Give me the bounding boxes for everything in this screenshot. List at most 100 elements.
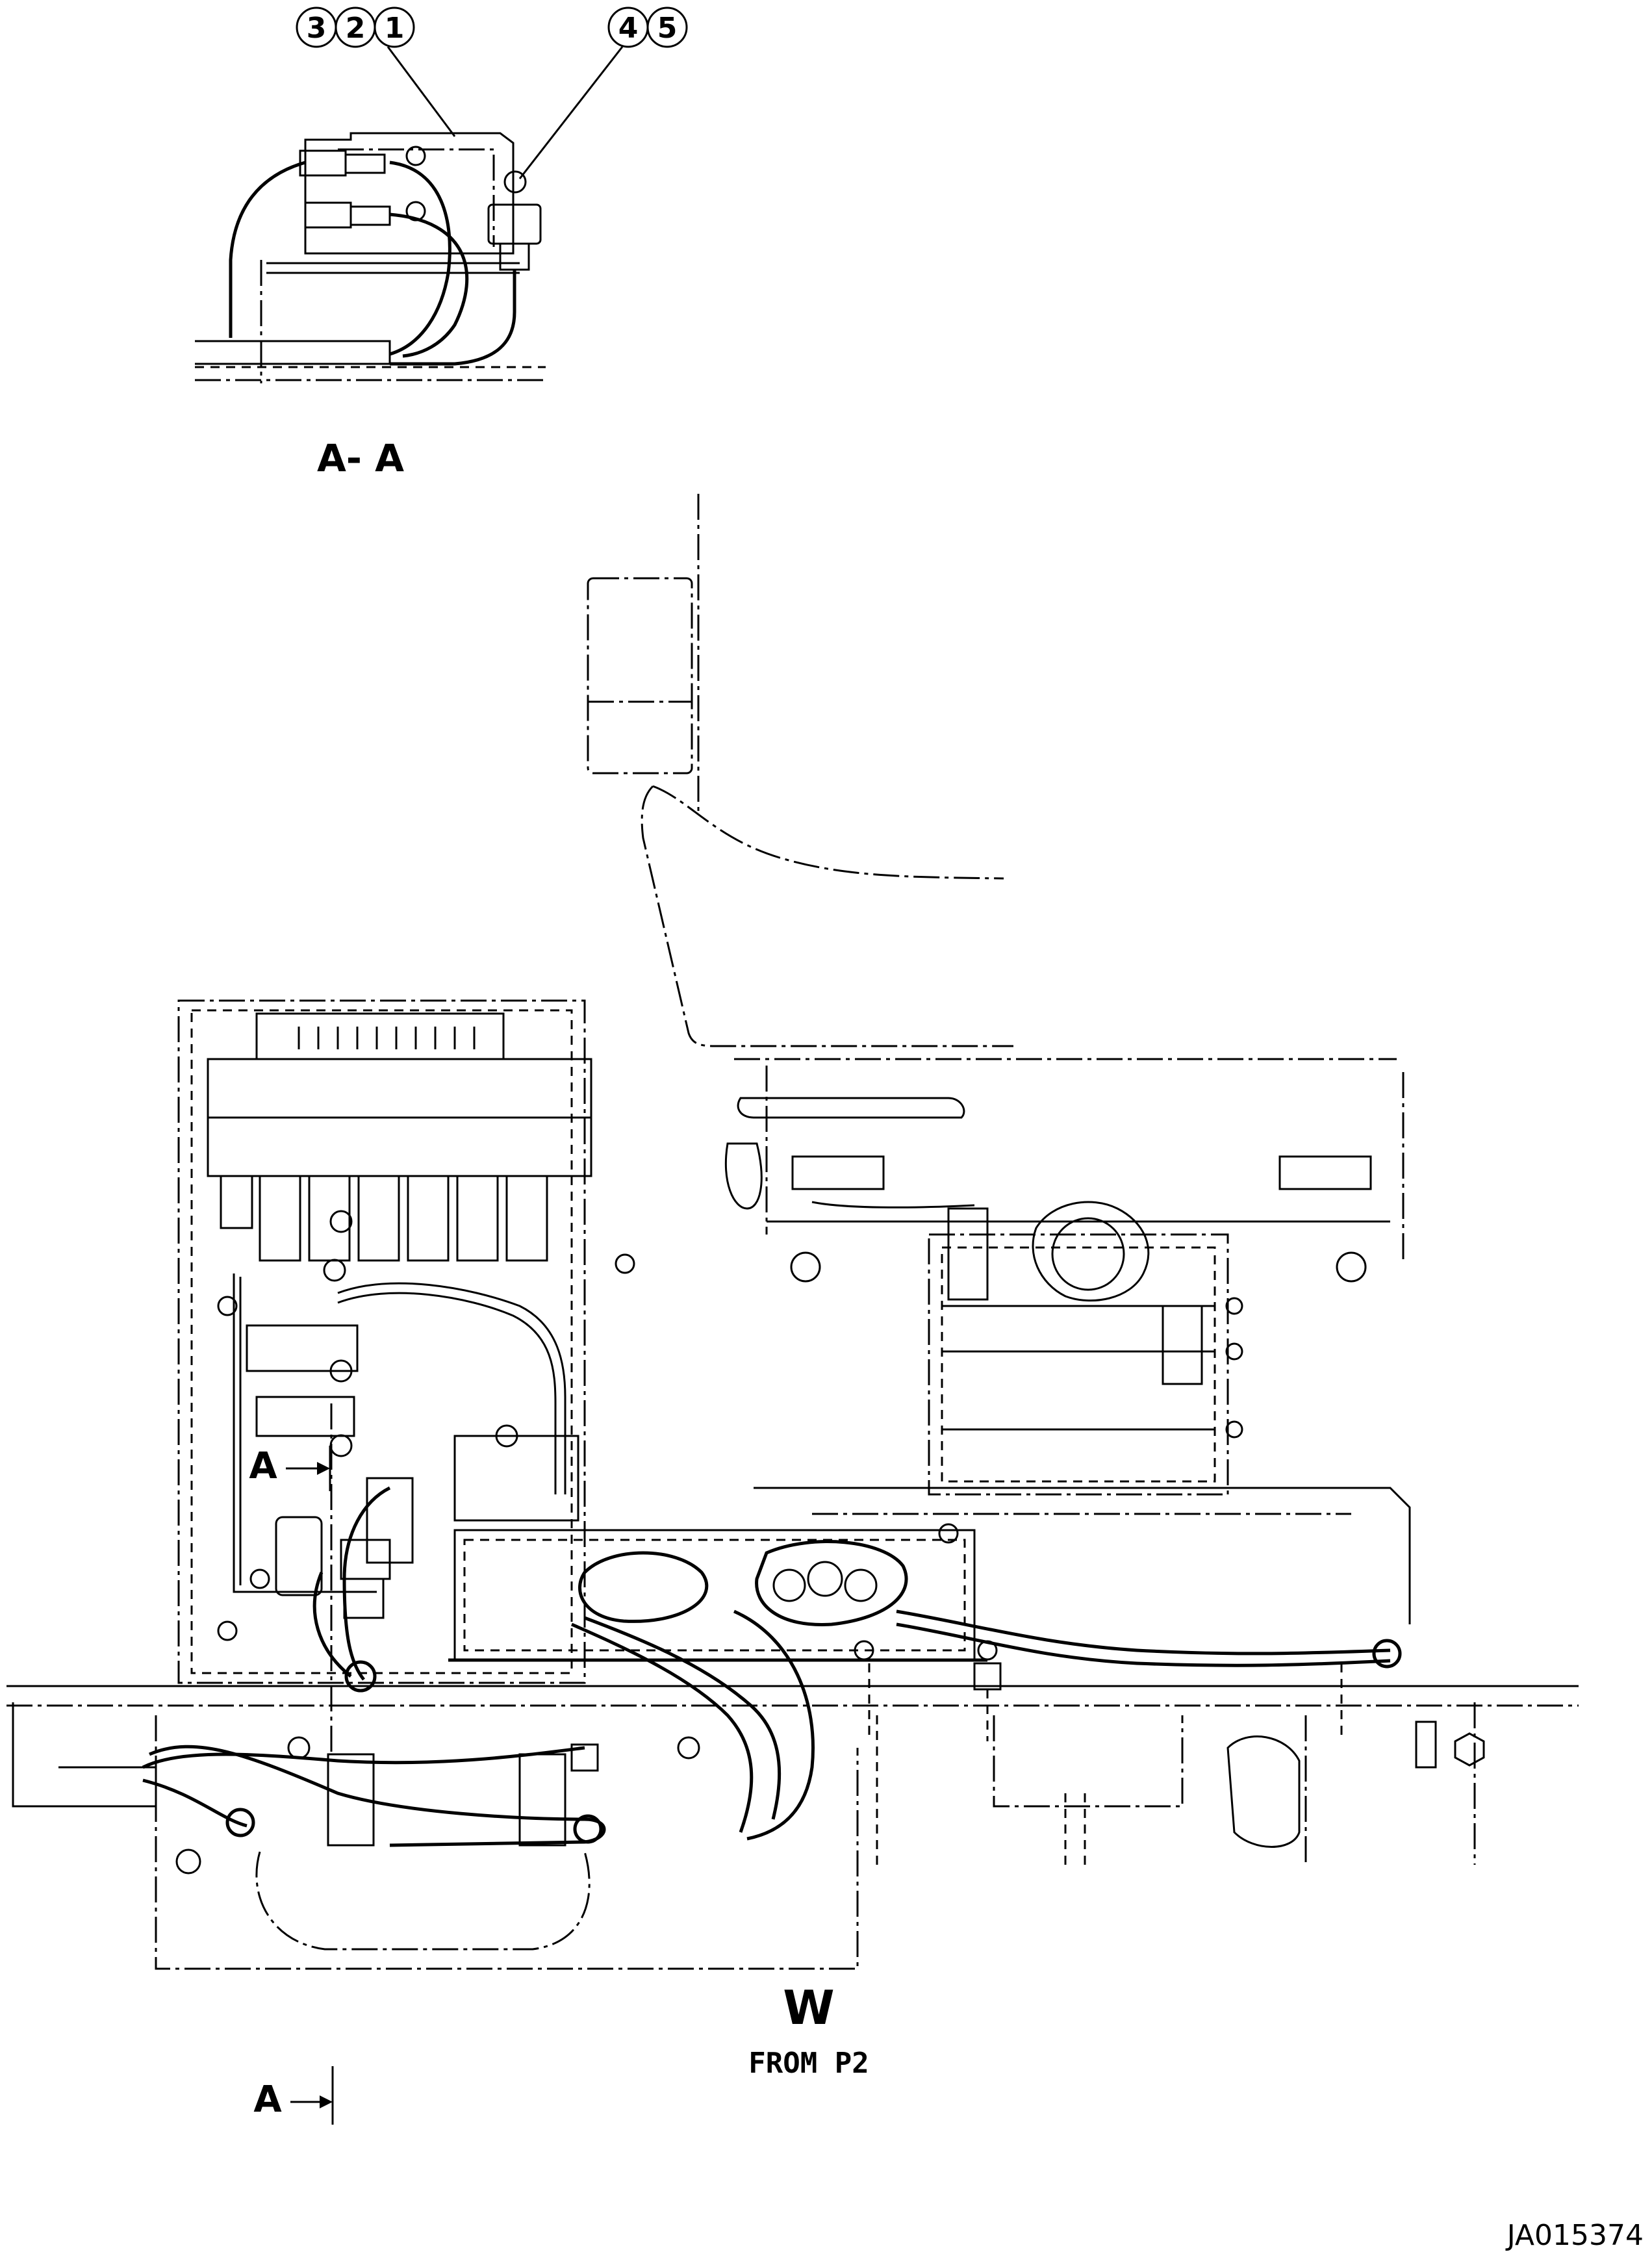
leader-line-123 <box>387 46 456 137</box>
bolt <box>854 1640 874 1661</box>
frame-bracket <box>993 1715 1184 1808</box>
relay-connector <box>299 149 347 177</box>
eyelet-terminal <box>225 1808 255 1837</box>
relay-cover-ribs <box>298 1027 476 1049</box>
bracket <box>453 1435 579 1522</box>
section-title: A- A <box>317 436 404 480</box>
section-arrowhead <box>317 1462 330 1475</box>
slide-rail <box>811 1201 975 1209</box>
eyelet-terminal <box>1372 1639 1402 1669</box>
seat-outline <box>587 494 1013 1047</box>
bolt <box>1225 1297 1243 1315</box>
adjust-knob <box>1032 1201 1150 1302</box>
bracket <box>255 1396 355 1437</box>
relay <box>220 1175 253 1229</box>
relay <box>308 1175 351 1262</box>
eyelet-terminal <box>573 1814 603 1844</box>
box-outline <box>177 999 586 1684</box>
view-letter: W <box>783 1980 834 2035</box>
wire-run <box>570 1622 754 1833</box>
roller <box>1336 1251 1367 1283</box>
bracket-plate-inner <box>338 148 495 247</box>
callout-group-45: 4 5 <box>607 6 688 48</box>
grommet-hole <box>844 1568 878 1602</box>
relay-connector <box>349 205 391 226</box>
wire-harness <box>342 1486 391 1681</box>
main-harness <box>896 1609 1391 1656</box>
callout-label-5: 5 <box>657 12 678 45</box>
slide-rail <box>1278 1155 1372 1190</box>
grommet-hole <box>772 1568 806 1602</box>
grommet-hole <box>807 1561 843 1597</box>
bolt <box>938 1523 959 1544</box>
section-marker-label: A <box>253 2079 282 2121</box>
wire-harness <box>389 212 469 358</box>
section-marker-bottom: A <box>253 2066 334 2125</box>
grommet <box>755 1540 908 1626</box>
relay-row <box>220 1175 548 1262</box>
harness-cover <box>448 1523 1402 1841</box>
terminal-post <box>1415 1721 1437 1769</box>
wire-harness <box>390 270 516 366</box>
controller-box <box>177 999 635 1754</box>
hydraulic-fitting <box>1226 1735 1301 1848</box>
connector-block <box>327 1753 375 1847</box>
bolt <box>615 1253 635 1274</box>
section-marker-label: A <box>249 1445 277 1487</box>
connector-block <box>343 1578 385 1619</box>
harness-loop <box>337 1282 566 1494</box>
drawing-number: JA015374 <box>1505 2219 1644 2252</box>
seat-contour <box>641 785 1013 1047</box>
wire-harness-lower <box>142 1746 585 1769</box>
pump-housing <box>255 1851 591 1951</box>
bracket <box>947 1207 989 1301</box>
suspension-frame <box>941 1246 1216 1483</box>
wire-harness <box>312 1572 352 1678</box>
harness-loop <box>337 1292 557 1494</box>
adjust-knob-center <box>1051 1217 1125 1291</box>
relay <box>456 1175 499 1262</box>
relay-module <box>275 1516 323 1596</box>
suspension-frame <box>928 1233 1229 1496</box>
relay <box>407 1175 450 1262</box>
wire-harness <box>389 160 451 356</box>
clamp-bolt <box>677 1736 700 1759</box>
bracket-plate <box>304 132 515 255</box>
box-outline-inner <box>190 1009 573 1674</box>
leader-line-45 <box>518 46 624 179</box>
wire-run <box>733 1609 815 1841</box>
wire-harness-lower <box>149 1745 606 1847</box>
lever <box>737 1097 965 1119</box>
fuse-block-lower <box>207 1116 592 1177</box>
callout-label-1: 1 <box>385 12 405 45</box>
frame-bracket <box>12 1702 157 1808</box>
bolt <box>1225 1342 1243 1361</box>
relay <box>259 1175 301 1262</box>
bracket <box>1162 1305 1203 1385</box>
roller <box>790 1251 821 1283</box>
bracket-bolt <box>405 146 426 166</box>
bolt <box>217 1296 238 1316</box>
bolt <box>217 1620 238 1641</box>
seat-contour <box>652 785 1004 880</box>
relay-cover <box>255 1012 505 1060</box>
clamp-bolt <box>287 1736 311 1759</box>
callout-group-123: 3 2 1 <box>296 6 415 48</box>
seat-suspension <box>724 1058 1411 1624</box>
callout-label-4: 4 <box>618 12 639 45</box>
sensor-connector <box>487 203 542 245</box>
view-source-label: FROM P2 <box>748 2047 869 2080</box>
main-harness <box>896 1622 1391 1667</box>
wire-loop <box>578 1551 709 1623</box>
lower-frame <box>6 1685 1579 1970</box>
bracket <box>246 1324 359 1372</box>
bolt <box>977 1640 998 1661</box>
cover-plate <box>453 1529 976 1661</box>
connector-block <box>518 1753 566 1847</box>
lever-knob <box>724 1142 763 1210</box>
bolt <box>323 1259 346 1282</box>
wire-harness <box>229 160 306 338</box>
bolt <box>249 1568 270 1589</box>
sensor-bolt <box>503 170 527 194</box>
